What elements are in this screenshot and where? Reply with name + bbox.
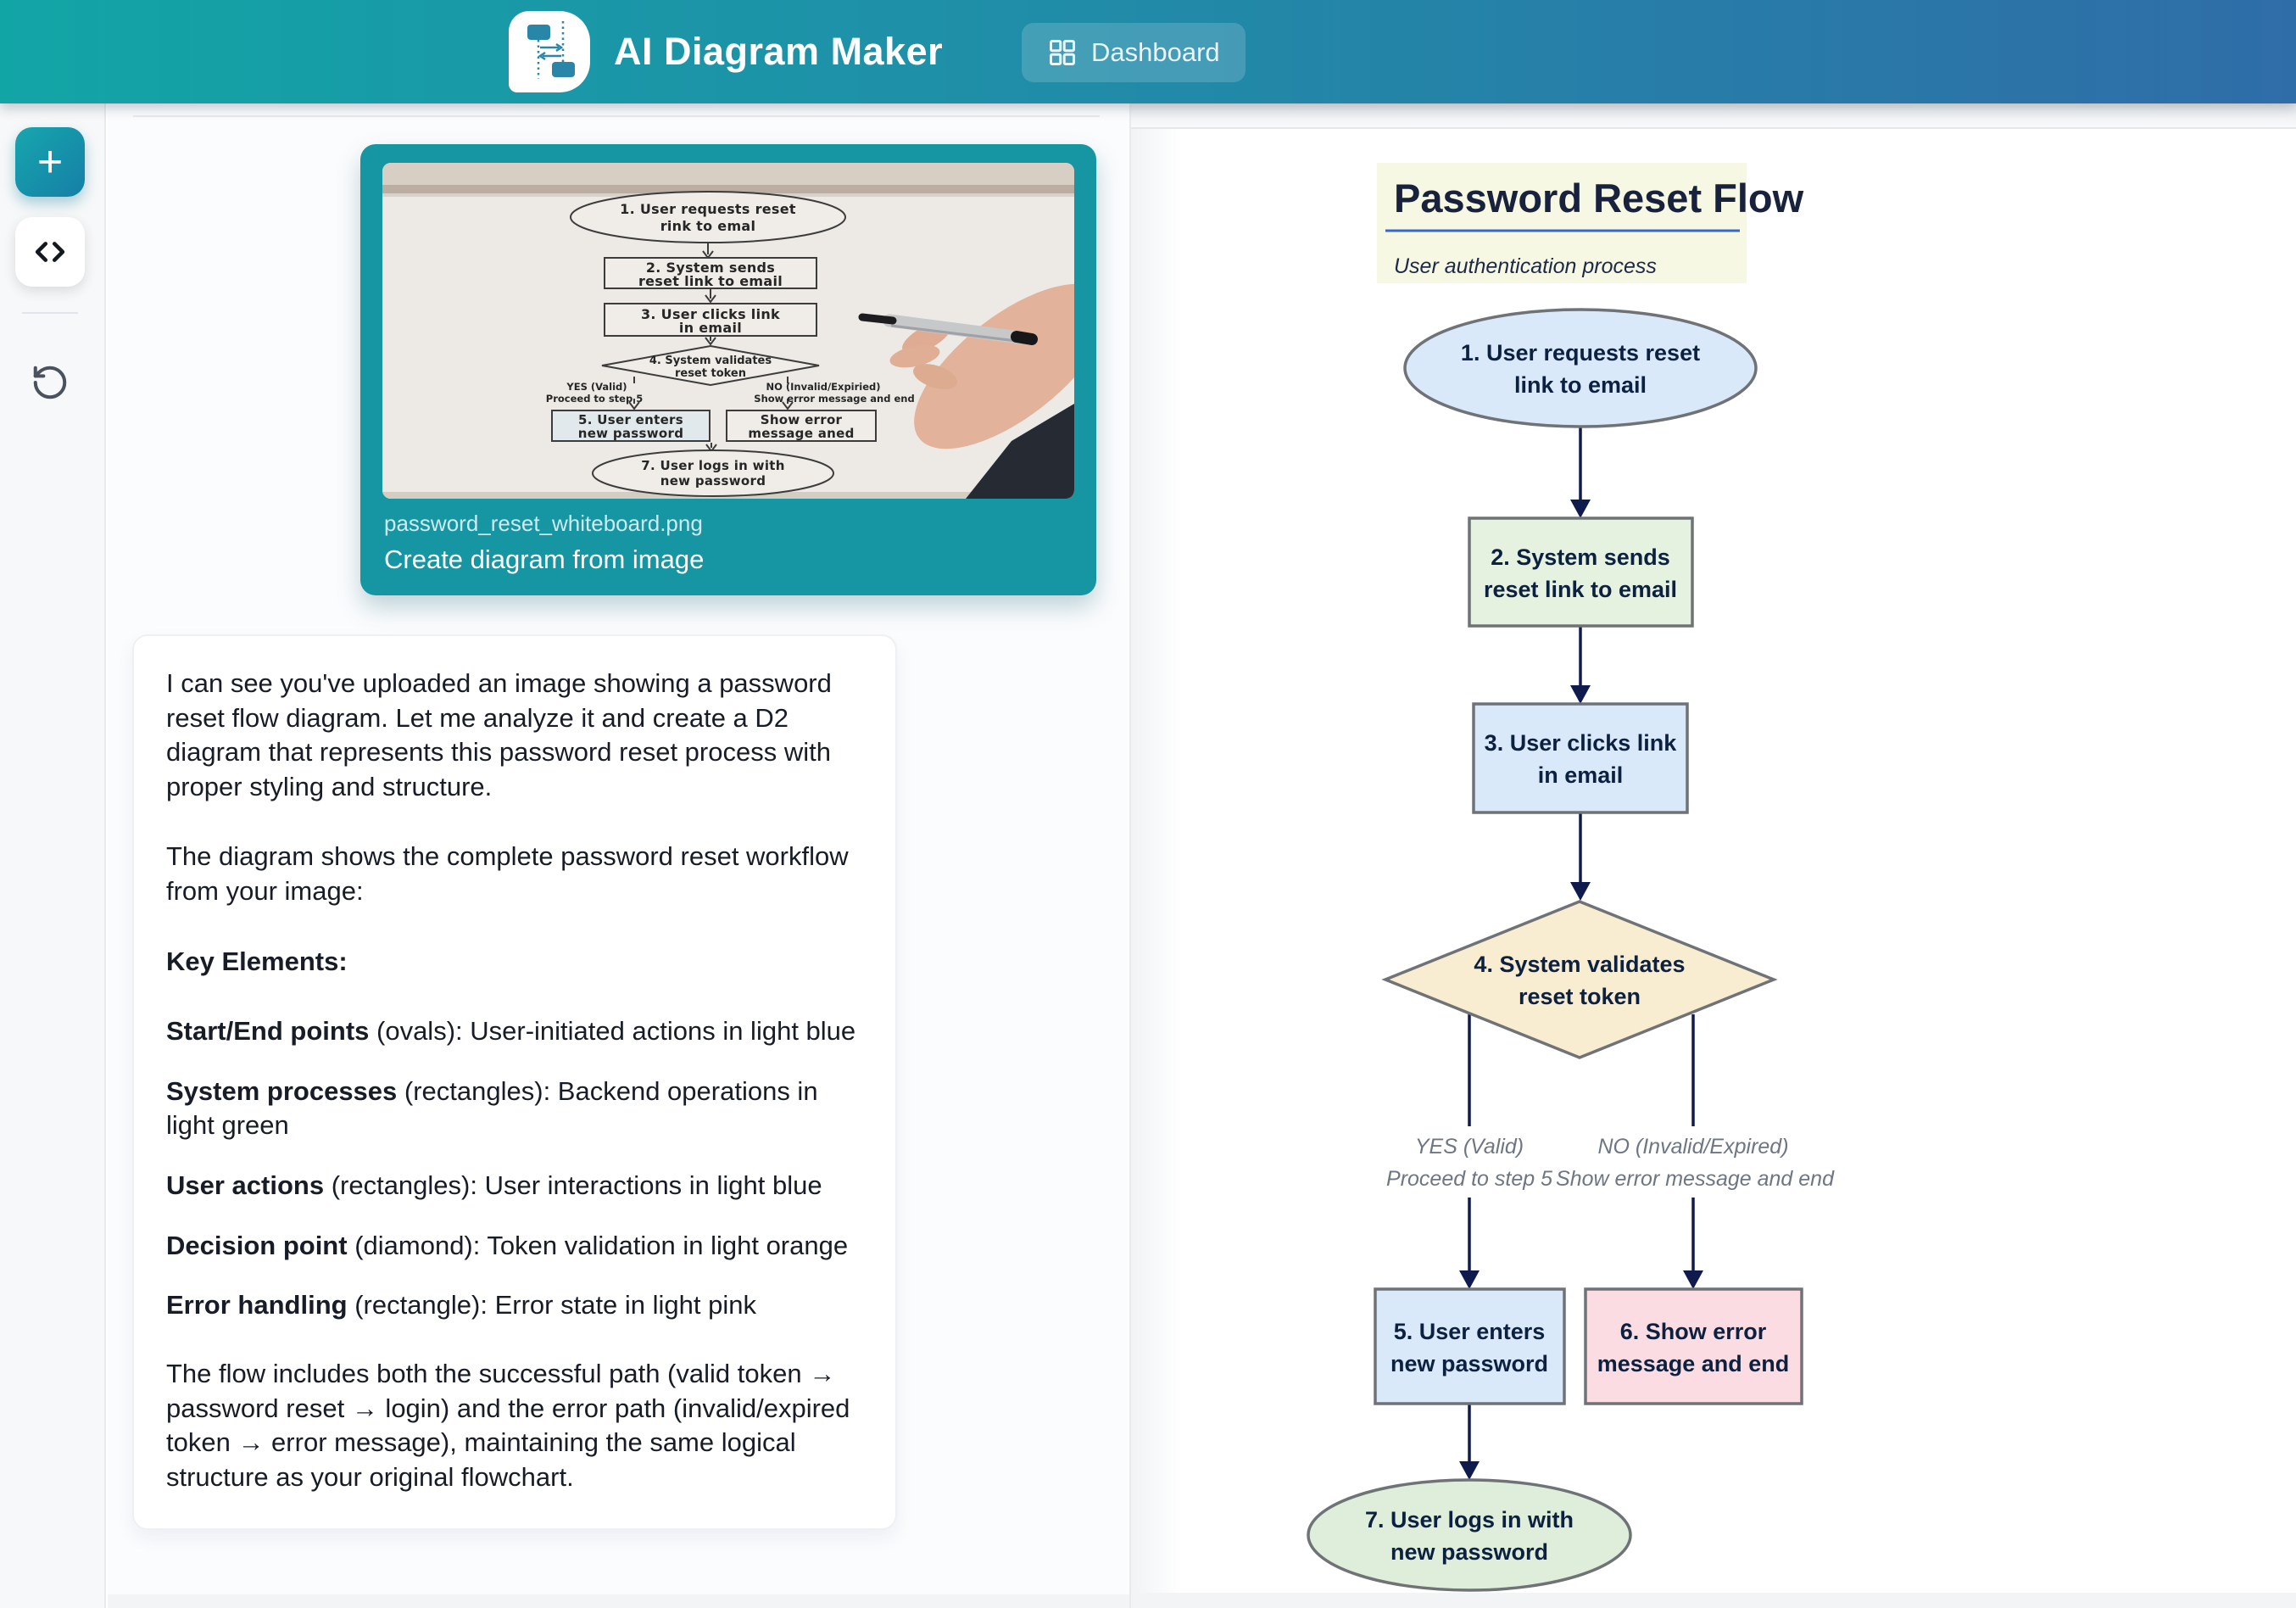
diagram-panel-topstrip xyxy=(1131,103,2296,129)
left-toolbar: + xyxy=(0,103,106,1608)
edge-labels: YES (Valid) Proceed to step 5 NO (Invali… xyxy=(1386,1126,1835,1198)
code-view-button[interactable] xyxy=(15,217,85,287)
uploaded-image-card: 1. User requests reset rink to emal 2. S… xyxy=(360,144,1096,595)
svg-text:2. System sends: 2. System sends xyxy=(1491,544,1670,570)
node-1-start-oval xyxy=(1403,308,1758,428)
svg-text:1. User requests reset: 1. User requests reset xyxy=(620,201,796,217)
app-title: AI Diagram Maker xyxy=(614,30,944,73)
svg-text:YES (Valid): YES (Valid) xyxy=(1415,1135,1524,1159)
app-logo xyxy=(509,11,590,92)
node-5-user-rect xyxy=(1374,1287,1566,1405)
dashboard-button-label: Dashboard xyxy=(1091,37,1220,67)
plus-icon: + xyxy=(36,137,64,187)
svg-text:User authentication process: User authentication process xyxy=(1394,254,1657,278)
rendered-diagram: Password Reset Flow User authentication … xyxy=(1307,163,1835,1592)
svg-text:in email: in email xyxy=(679,320,742,336)
panel-bottom-band xyxy=(1131,1593,2296,1608)
whiteboard-photo-drawing: 1. User requests reset rink to emal 2. S… xyxy=(382,163,1074,499)
hand-with-marker xyxy=(858,283,1074,499)
message-paragraph: The flow includes both the successful pa… xyxy=(166,1358,850,1492)
svg-text:7. User logs in with: 7. User logs in with xyxy=(641,458,784,473)
node-7-end-oval xyxy=(1307,1478,1632,1592)
svg-text:message and end: message and end xyxy=(1597,1351,1790,1376)
key-element-item: System processes (rectangles): Backend o… xyxy=(166,1075,818,1141)
svg-text:3. User clicks link: 3. User clicks link xyxy=(1485,730,1678,756)
uploaded-filename: password_reset_whiteboard.png xyxy=(384,511,703,536)
svg-text:link to email: link to email xyxy=(1514,372,1647,398)
new-diagram-button[interactable]: + xyxy=(15,127,85,197)
message-paragraph: The diagram shows the complete password … xyxy=(166,841,849,907)
svg-text:new password: new password xyxy=(1390,1351,1548,1376)
dashboard-button[interactable]: Dashboard xyxy=(1022,23,1246,82)
svg-text:Proceed to step 5: Proceed to step 5 xyxy=(546,393,643,405)
key-element-item: Decision point (diamond): Token validati… xyxy=(166,1230,849,1260)
svg-text:message aned: message aned xyxy=(748,426,854,441)
chat-bottom-band xyxy=(108,1594,1129,1608)
svg-text:YES (Valid): YES (Valid) xyxy=(566,381,627,393)
grid-icon xyxy=(1050,40,1075,65)
app-header: AI Diagram Maker Dashboard xyxy=(0,0,2296,103)
undo-icon xyxy=(33,366,67,399)
chat-divider xyxy=(133,115,1100,117)
toolbar-divider xyxy=(22,312,78,314)
svg-text:new password: new password xyxy=(660,473,766,489)
message-paragraph: I can see you've uploaded an image showi… xyxy=(166,668,832,801)
diagram-nodes xyxy=(1307,308,1803,1592)
svg-text:2. System sends: 2. System sends xyxy=(646,260,775,276)
message-heading: Key Elements: xyxy=(166,946,348,976)
diagram-preview-panel: Password Reset Flow User authentication … xyxy=(1129,103,2296,1608)
node-6-error-rect xyxy=(1584,1287,1803,1405)
svg-text:5. User enters: 5. User enters xyxy=(1394,1319,1546,1344)
whiteboard-flowchart xyxy=(551,191,877,497)
svg-text:reset link to email: reset link to email xyxy=(638,273,783,289)
flowchart-logo-icon xyxy=(527,21,575,79)
svg-text:5. User enters: 5. User enters xyxy=(578,412,683,427)
svg-text:reset link to email: reset link to email xyxy=(1484,577,1677,602)
svg-text:NO (Invalid/Expiried): NO (Invalid/Expiried) xyxy=(766,381,880,393)
diagram-title-block: Password Reset Flow User authentication … xyxy=(1377,163,1804,283)
assistant-message: I can see you've uploaded an image showi… xyxy=(132,634,897,1531)
svg-text:4. System validates: 4. System validates xyxy=(649,355,772,367)
svg-text:4. System validates: 4. System validates xyxy=(1474,952,1685,977)
code-icon xyxy=(35,242,65,262)
node-4-decision-diamond xyxy=(1381,900,1778,1059)
node-labels: 1. User requests reset link to email 2. … xyxy=(1365,340,1789,1565)
svg-text:in email: in email xyxy=(1538,762,1624,788)
diagram-arrowheads xyxy=(1459,500,1703,1480)
svg-text:Show error message and end: Show error message and end xyxy=(1556,1167,1835,1191)
key-element-item: Start/End points (ovals): User-initiated… xyxy=(166,1016,856,1047)
whiteboard-photo: 1. User requests reset rink to emal 2. S… xyxy=(382,163,1074,499)
svg-text:3. User clicks link: 3. User clicks link xyxy=(641,306,780,322)
svg-text:Proceed to step 5: Proceed to step 5 xyxy=(1386,1167,1552,1191)
panel-left-shade xyxy=(1131,129,1182,1608)
key-element-item: User actions (rectangles): User interact… xyxy=(166,1170,822,1201)
svg-text:Show error message and end: Show error message and end xyxy=(754,393,914,405)
node-3-user-rect xyxy=(1472,702,1689,814)
svg-text:rink to emal: rink to emal xyxy=(660,218,756,234)
chat-panel: 1. User requests reset rink to emal 2. S… xyxy=(108,103,1129,1608)
svg-text:reset token: reset token xyxy=(1519,984,1641,1009)
whiteboard-labels: 1. User requests reset rink to emal 2. S… xyxy=(546,201,915,489)
svg-text:new password: new password xyxy=(1390,1539,1548,1565)
svg-text:7. User logs in with: 7. User logs in with xyxy=(1365,1507,1574,1533)
reset-button[interactable] xyxy=(15,348,85,417)
node-2-process-rect xyxy=(1468,516,1694,628)
key-element-item: Error handling (rectangle): Error state … xyxy=(166,1290,757,1320)
svg-text:reset token: reset token xyxy=(675,367,746,380)
svg-text:6. Show error: 6. Show error xyxy=(1620,1319,1767,1344)
svg-text:NO (Invalid/Expired): NO (Invalid/Expired) xyxy=(1597,1135,1788,1159)
create-diagram-action[interactable]: Create diagram from image xyxy=(384,544,705,574)
svg-text:Show error: Show error xyxy=(761,412,843,427)
svg-text:Password Reset Flow: Password Reset Flow xyxy=(1394,176,1804,221)
svg-text:1. User requests reset: 1. User requests reset xyxy=(1461,340,1700,366)
svg-text:new password: new password xyxy=(578,426,684,441)
